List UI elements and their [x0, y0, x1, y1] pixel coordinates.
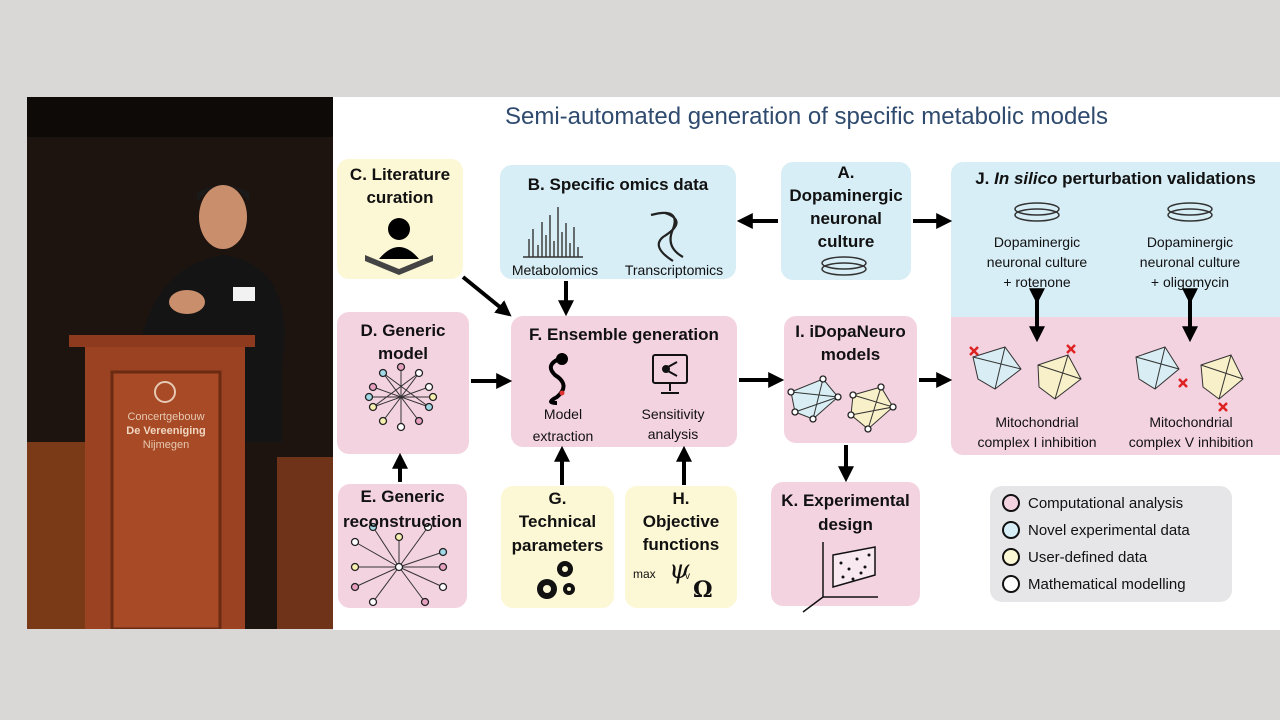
legend-item-experimental: Novel experimental data: [1002, 521, 1190, 539]
label-sensitivity-1: Sensitivity: [641, 406, 705, 422]
box-j-top: [951, 162, 1280, 317]
label-c-line-2: curation: [366, 188, 434, 207]
label-h-line-1: H.: [672, 489, 690, 508]
label-h-line-2: Objective: [642, 512, 720, 531]
experimental-design-points: [839, 553, 871, 581]
label-g-line-2: Technical: [518, 512, 597, 531]
label-f: F. Ensemble generation: [529, 325, 719, 344]
j-right-line-2: neuronal culture: [1139, 254, 1241, 270]
legend-item-modelling: Mathematical modelling: [1002, 575, 1186, 593]
snake-icon: [548, 353, 568, 405]
label-model-extraction-2: extraction: [532, 428, 594, 444]
legend-label-0: Computational analysis: [1028, 494, 1184, 512]
j-right-bottom-2: complex V inhibition: [1128, 434, 1254, 450]
label-i-line-2: models: [820, 345, 881, 364]
metabolomics-icon: [523, 207, 583, 258]
snake-dot: [559, 390, 565, 396]
j-right-line-3: + oligomycin: [1150, 274, 1230, 290]
generic-network-nodes: [364, 362, 438, 432]
omega-symbol: Ω: [693, 577, 713, 603]
label-j-suffix: perturbation validations: [1057, 169, 1256, 188]
label-b: B. Specific omics data: [527, 175, 709, 194]
label-e-line-1: E. Generic: [360, 487, 445, 506]
legend-item-computational: Computational analysis: [1002, 494, 1183, 512]
legend-swatch-blue: [1002, 521, 1020, 539]
podium-line-1: Concertgebouw: [127, 411, 205, 423]
label-a-line-3: culture: [817, 232, 875, 251]
experimental-design-plot: [802, 542, 878, 613]
label-j: J. In silico perturbation validations: [951, 167, 1280, 190]
inhibition-x-marks: [969, 344, 1228, 412]
idopaneuro-network-icon: [790, 378, 894, 430]
psi-symbol: ψ: [669, 555, 690, 585]
label-a-line-1: Dopaminergic: [789, 186, 903, 205]
gears-icon: [537, 561, 575, 599]
label-k-line-1: K. Experimental: [781, 491, 910, 510]
reader-icon: [365, 218, 433, 275]
box-a-culture: [781, 162, 911, 280]
j-left-line-2: neuronal culture: [986, 254, 1088, 270]
legend-item-user-defined: User-defined data: [1002, 548, 1147, 566]
arrow-c-to-f: [461, 275, 512, 317]
perturbation-network-left: [972, 346, 1082, 400]
legend-label-1: Novel experimental data: [1028, 521, 1190, 539]
box-k-experimental: [771, 482, 920, 606]
generic-network-icon: [369, 367, 433, 427]
label-g-line-1: G.: [548, 489, 567, 508]
j-right-line-1: Dopaminergic: [1146, 234, 1234, 250]
label-sensitivity-2: analysis: [647, 426, 699, 442]
legend: Computational analysis Novel experimenta…: [990, 486, 1232, 602]
slide-title: Semi-automated generation of specific me…: [505, 103, 1108, 130]
box-h-objective: [625, 486, 737, 608]
label-a-line-2: neuronal: [810, 209, 882, 228]
label-j-italic: In silico: [994, 169, 1058, 188]
idopaneuro-network-nodes: [787, 375, 897, 433]
j-left-bottom-2: complex I inhibition: [977, 434, 1097, 450]
legend-swatch-white: [1002, 575, 1020, 593]
label-g-line-3: parameters: [511, 536, 604, 555]
petri-dish-icons: [821, 202, 1213, 276]
j-right-bottom-1: Mitochondrial: [1149, 414, 1233, 430]
label-d-line-1: D. Generic: [360, 321, 446, 340]
podium-line-3: Nijmegen: [142, 439, 190, 451]
legend-label-3: Mathematical modelling: [1028, 575, 1186, 593]
diagram-graphics: [350, 202, 1244, 613]
box-f-ensemble: [511, 316, 737, 447]
monitor-icon: [652, 354, 688, 394]
label-e-line-2: reconstruction: [342, 512, 463, 531]
legend-swatch-pink: [1002, 494, 1020, 512]
legend-label-2: User-defined data: [1028, 548, 1148, 566]
speaker-scene: [27, 97, 333, 629]
dna-icon: [650, 211, 684, 262]
label-d-line-2: model: [377, 344, 429, 363]
label-c-line-1: C. Literature: [349, 165, 451, 184]
label-h-line-3: functions: [642, 535, 720, 554]
label-h-max: max: [633, 567, 656, 581]
legend-swatch-yellow: [1002, 548, 1020, 566]
j-left-bottom-1: Mitochondrial: [995, 414, 1079, 430]
presentation-slide: Semi-automated generation of specific me…: [333, 97, 1280, 630]
reconstruction-network-nodes: [350, 522, 448, 607]
psi-subscript: v: [685, 571, 690, 582]
box-g-technical: [501, 486, 614, 608]
label-model-extraction-1: Model: [543, 406, 583, 422]
label-a: A.: [837, 163, 855, 182]
podium-line-2: De Vereeniging: [126, 425, 206, 437]
box-b-omics-data: [500, 165, 736, 279]
label-transcriptomics: Transcriptomics: [624, 262, 724, 278]
label-k-line-2: design: [818, 515, 873, 534]
j-left-line-1: Dopaminergic: [993, 234, 1081, 250]
label-i-line-1: I. iDopaNeuro: [795, 322, 906, 341]
speaker-video: Concertgebouw De Vereeniging Nijmegen: [27, 97, 333, 629]
label-metabolomics: Metabolomics: [511, 262, 599, 278]
perturbation-network-right: [1135, 346, 1244, 400]
label-j-prefix: J.: [975, 169, 995, 188]
j-left-line-3: + rotenone: [1003, 274, 1071, 290]
box-i-idopaneuro: [784, 316, 917, 443]
